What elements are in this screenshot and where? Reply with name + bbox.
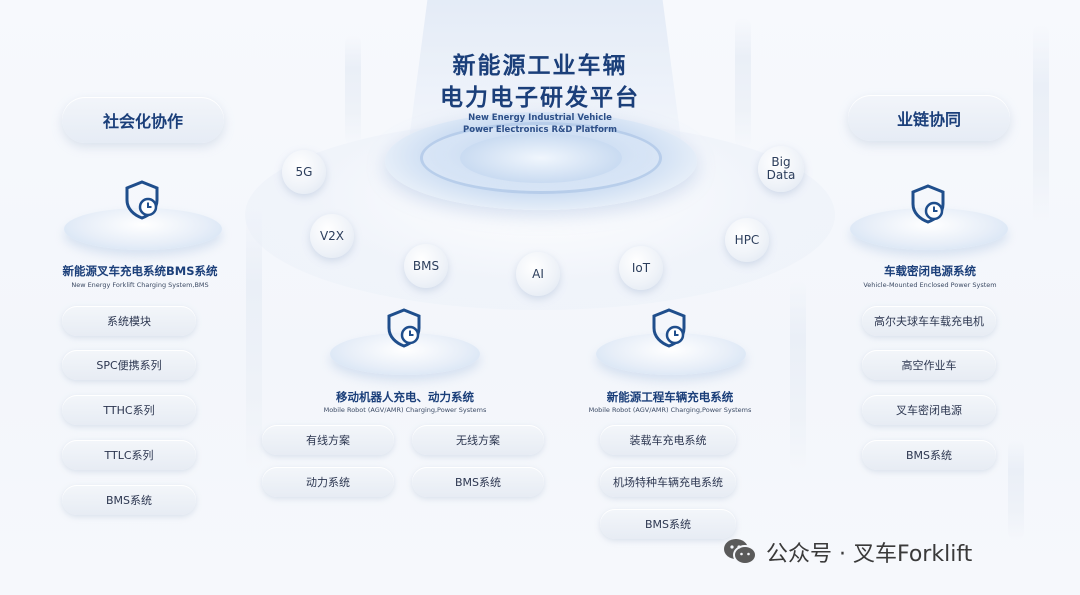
engineering-item: 装载车充电系统 <box>600 425 736 455</box>
section-title-forklift: 新能源叉车充电系统BMS系统 <box>62 264 218 278</box>
forklift-item: TTHC系列 <box>62 395 196 425</box>
platform-title-line2: 电力电子研发平台 <box>440 85 640 111</box>
section-title-enclosed: 车载密闭电源系统 <box>884 264 976 278</box>
section-subtitle-robot: Mobile Robot (AGV/AMR) Charging,Power Sy… <box>323 406 487 414</box>
tech-bubble-bms: BMS <box>404 244 448 288</box>
enclosed-item: 高空作业车 <box>862 350 996 380</box>
robot-item: BMS系统 <box>412 467 544 497</box>
forklift-item: SPC便携系列 <box>62 350 196 380</box>
right-header-chain-synergy: 业链协同 <box>848 95 1010 141</box>
watermark: 公众号 · 叉车Forklift <box>722 536 972 568</box>
tech-bubble-ai: AI <box>516 252 560 296</box>
watermark-text: 公众号 · 叉车Forklift <box>766 542 973 567</box>
left-header-social-collaboration: 社会化协作 <box>62 97 224 143</box>
forklift-item: 系统模块 <box>62 306 196 336</box>
engineering-item: 机场特种车辆充电系统 <box>600 467 736 497</box>
robot-item: 动力系统 <box>262 467 394 497</box>
section-subtitle-enclosed: Vehicle-Mounted Enclosed Power System <box>863 281 997 289</box>
robot-item: 有线方案 <box>262 425 394 455</box>
decor-bar <box>790 280 806 470</box>
platform-title-en-line2: Power Electronics R&D Platform <box>463 125 617 135</box>
shield-clock-icon <box>652 308 686 348</box>
decor-bar <box>345 35 361 145</box>
section-subtitle-engineering: Mobile Robot (AGV/AMR) Charging,Power Sy… <box>588 406 752 414</box>
forklift-item: BMS系统 <box>62 485 196 515</box>
wechat-icon <box>724 539 757 565</box>
engineering-item: BMS系统 <box>600 509 736 539</box>
shield-clock-icon <box>125 180 159 220</box>
tech-bubble-iot: IoT <box>619 246 663 290</box>
decor-bar <box>735 18 751 148</box>
enclosed-item: 叉车密闭电源 <box>862 395 996 425</box>
decor-bar <box>246 205 262 470</box>
enclosed-item: BMS系统 <box>862 440 996 470</box>
robot-item: 无线方案 <box>412 425 544 455</box>
platform-title-en-line1: New Energy Industrial Vehicle <box>468 113 612 123</box>
section-subtitle-forklift: New Energy Forklift Charging System,BMS <box>71 281 209 289</box>
shield-clock-icon <box>387 308 421 348</box>
section-title-engineering: 新能源工程车辆充电系统 <box>606 390 734 404</box>
platform-title-line1: 新能源工业车辆 <box>452 53 628 79</box>
tech-bubble-v2x: V2X <box>310 214 354 258</box>
decor-bar <box>1008 440 1024 540</box>
tech-bubble-hpc: HPC <box>725 218 769 262</box>
icon-pedestal <box>64 208 222 250</box>
decor-bar <box>1033 25 1049 225</box>
enclosed-item: 高尔夫球车车载充电机 <box>862 306 996 336</box>
forklift-item: TTLC系列 <box>62 440 196 470</box>
section-title-robot: 移动机器人充电、动力系统 <box>336 390 474 404</box>
shield-clock-icon <box>911 184 945 224</box>
platform-core <box>460 133 622 183</box>
tech-bubble-5g: 5G <box>282 150 326 194</box>
